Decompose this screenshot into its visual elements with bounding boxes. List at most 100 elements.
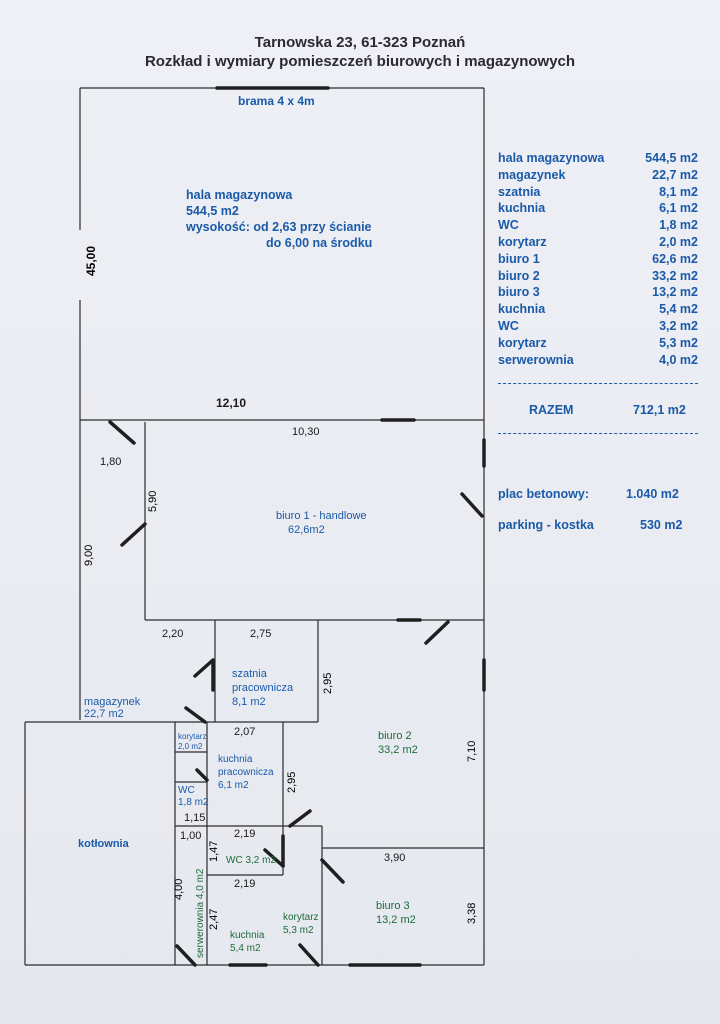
- dimension-219a: 2,19: [234, 828, 256, 840]
- dimension-338: 3,38: [466, 902, 478, 924]
- legend-room-name: serwerownia: [498, 352, 574, 367]
- dimension-295b: 2,95: [286, 771, 298, 793]
- kuchnia1-area: 6,1 m2: [218, 780, 249, 791]
- legend-room-name: kuchnia: [498, 201, 546, 216]
- szatnia-name-line2: pracownicza: [232, 682, 294, 694]
- wc2-label: WC 3,2 m2: [226, 855, 277, 866]
- document-title-description: Rozkład i wymiary pomieszczeń biurowych …: [144, 53, 576, 70]
- gate-label: brama 4 x 4m: [238, 94, 315, 108]
- parking-label: parking - kostka: [498, 518, 594, 532]
- legend-row: serwerownia 4,0 m2: [498, 352, 698, 369]
- legend-room-name: korytarz: [498, 335, 547, 350]
- legend-room-area: 4,0 m2: [659, 352, 698, 367]
- legend-room-area: 22,7 m2: [652, 167, 698, 182]
- hala-name: hala magazynowa: [186, 188, 293, 202]
- legend-room-name: WC: [498, 318, 519, 333]
- legend-room-area: 62,6 m2: [652, 251, 698, 266]
- document-title-address: Tarnowska 23, 61-323 Poznań: [254, 34, 466, 51]
- plac-value: 1.040 m2: [626, 487, 679, 501]
- dimension-219b: 2,19: [234, 878, 256, 890]
- plac-label: plac betonowy:: [498, 487, 589, 501]
- legend-separator-bottom: [498, 433, 698, 434]
- biuro1-area: 62,6m2: [288, 524, 325, 536]
- legend-room-area: 5,4 m2: [659, 302, 698, 317]
- legend-room-area: 6,1 m2: [659, 201, 698, 216]
- korytarz1-name: korytarz: [178, 732, 207, 741]
- total-value: 712,1 m2: [633, 403, 686, 417]
- dimension-147: 1,47: [208, 840, 220, 862]
- dimension-220: 2,20: [162, 628, 184, 640]
- total-label: RAZEM: [529, 403, 574, 417]
- dimension-100: 1,00: [180, 830, 202, 842]
- biuro2-name: biuro 2: [378, 730, 412, 742]
- legend-room-area: 544,5 m2: [645, 151, 698, 165]
- kuchnia1-name-line1: kuchnia: [218, 754, 253, 765]
- legend-room-name: korytarz: [498, 234, 547, 249]
- wc1-name: WC: [178, 785, 195, 796]
- legend-room-name: biuro 3: [498, 285, 540, 300]
- korytarz2-name: korytarz: [283, 912, 319, 923]
- biuro3-area: 13,2 m2: [376, 914, 416, 926]
- legend-room-name: biuro 2: [498, 268, 540, 283]
- dimension-247: 2,47: [208, 908, 220, 930]
- dimension-115: 1,15: [184, 812, 206, 824]
- dimension-275: 2,75: [250, 628, 272, 640]
- szatnia-area: 8,1 m2: [232, 696, 266, 708]
- wc1-area: 1,8 m2: [178, 797, 209, 808]
- legend-room-name: kuchnia: [498, 302, 546, 317]
- dimension-710: 7,10: [466, 740, 478, 762]
- biuro1-name: biuro 1 - handlowe: [276, 510, 367, 522]
- legend-row: biuro 1 62,6 m2: [498, 251, 698, 268]
- dimension-295a: 2,95: [322, 672, 334, 694]
- dimension-400: 4,00: [173, 878, 185, 900]
- dimension-207: 2,07: [234, 726, 256, 738]
- kuchnia2-name: kuchnia: [230, 930, 265, 941]
- legend-room-area: 8,1 m2: [659, 184, 698, 199]
- magazynek-name: magazynek: [84, 696, 141, 708]
- area-legend: hala magazynowa 544,5 m2 magazynek 22,7 m2 s…: [498, 150, 698, 368]
- legend-room-name: WC: [498, 218, 519, 233]
- legend-row: magazynek 22,7 m2: [498, 167, 698, 184]
- legend-room-name: hala magazynowa: [498, 151, 605, 165]
- legend-room-name: szatnia: [498, 184, 541, 199]
- dimension-1210: 12,10: [216, 396, 247, 410]
- dimension-180: 1,80: [100, 456, 122, 468]
- dimension-390: 3,90: [384, 852, 406, 864]
- dimension-45: 45,00: [84, 245, 98, 276]
- legend-row: biuro 2 33,2 m2: [498, 268, 698, 285]
- legend-room-name: biuro 1: [498, 251, 540, 266]
- hala-area: 544,5 m2: [186, 204, 239, 218]
- legend-room-area: 2,0 m2: [659, 234, 698, 249]
- legend-row: kuchnia 6,1 m2: [498, 200, 698, 217]
- magazynek-area: 22,7 m2: [84, 708, 124, 720]
- kuchnia2-area: 5,4 m2: [230, 943, 261, 954]
- legend-separator-top: [498, 383, 698, 384]
- legend-room-area: 33,2 m2: [652, 268, 698, 283]
- legend-row: szatnia 8,1 m2: [498, 184, 698, 201]
- legend-row: korytarz 2,0 m2: [498, 234, 698, 251]
- parking-value: 530 m2: [640, 518, 683, 532]
- korytarz2-area: 5,3 m2: [283, 925, 314, 936]
- korytarz1-area: 2,0 m2: [178, 742, 203, 751]
- legend-room-name: magazynek: [498, 167, 566, 182]
- legend-row: kuchnia 5,4 m2: [498, 301, 698, 318]
- biuro3-name: biuro 3: [376, 900, 410, 912]
- biuro2-area: 33,2 m2: [378, 744, 418, 756]
- dimension-590: 5,90: [147, 490, 159, 512]
- hala-height-line1: wysokość: od 2,63 przy ścianie: [186, 220, 372, 234]
- hala-height-line2: do 6,00 na środku: [266, 236, 373, 250]
- szatnia-name-line1: szatnia: [232, 668, 267, 680]
- dimension-900: 9,00: [83, 544, 95, 566]
- legend-room-area: 3,2 m2: [659, 318, 698, 333]
- kuchnia1-name-line2: pracownicza: [218, 767, 274, 778]
- kotlownia-label: kotłownia: [78, 838, 129, 850]
- serwerownia-label: serwerownia 4,0 m2: [195, 868, 206, 958]
- legend-row: hala magazynowa 544,5 m2: [498, 150, 698, 167]
- dimension-1030: 10,30: [292, 426, 320, 438]
- legend-row: WC 3,2 m2: [498, 318, 698, 335]
